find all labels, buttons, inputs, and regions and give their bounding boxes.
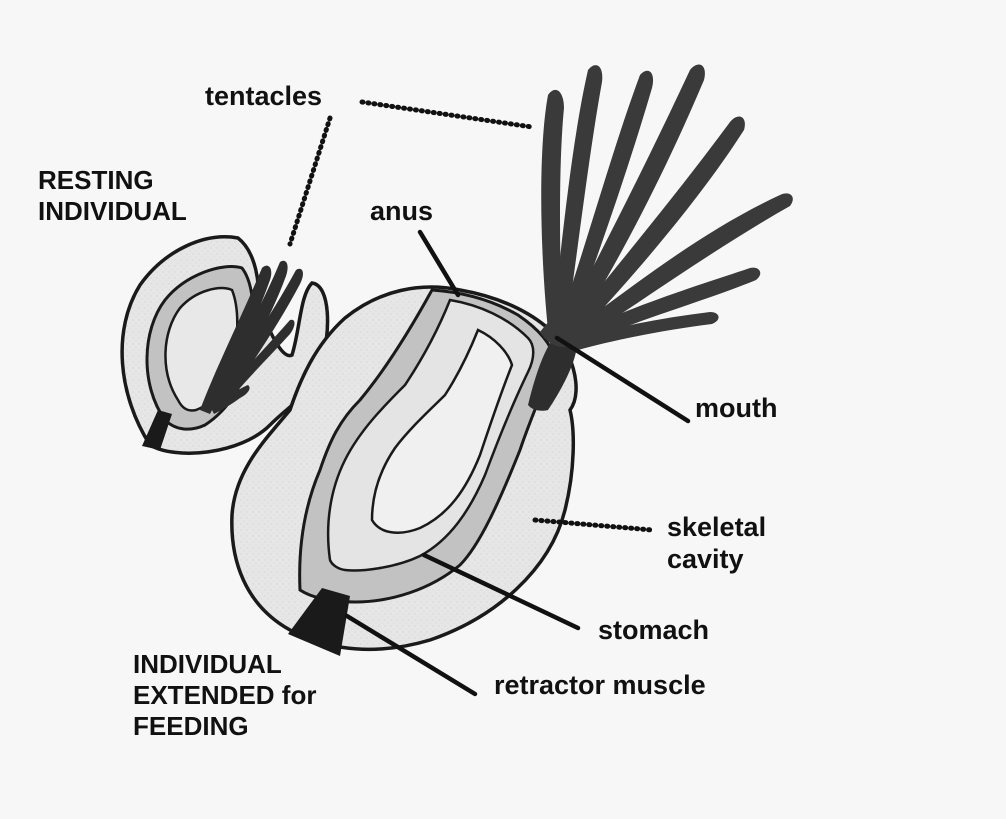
label-stomach: stomach	[598, 614, 709, 646]
label-resting-line1: RESTING	[38, 165, 187, 196]
label-extended-line2: EXTENDED for	[133, 680, 316, 711]
label-extended-line3: FEEDING	[133, 711, 316, 742]
label-extended-individual: INDIVIDUAL EXTENDED for FEEDING	[133, 649, 316, 742]
tentacles-leader-extended	[362, 102, 532, 127]
label-retractor-muscle: retractor muscle	[494, 669, 706, 701]
label-resting-line2: INDIVIDUAL	[38, 196, 187, 227]
label-skeletal-cavity-line1: skeletal	[667, 511, 766, 543]
extended-tentacles	[540, 65, 793, 350]
label-extended-line1: INDIVIDUAL	[133, 649, 316, 680]
label-anus: anus	[370, 195, 433, 227]
label-mouth: mouth	[695, 392, 777, 424]
label-skeletal-cavity: skeletal cavity	[667, 511, 766, 575]
label-resting-individual: RESTING INDIVIDUAL	[38, 165, 187, 227]
label-skeletal-cavity-line2: cavity	[667, 543, 766, 575]
tentacles-leader-resting	[290, 118, 330, 244]
label-tentacles: tentacles	[205, 80, 322, 112]
